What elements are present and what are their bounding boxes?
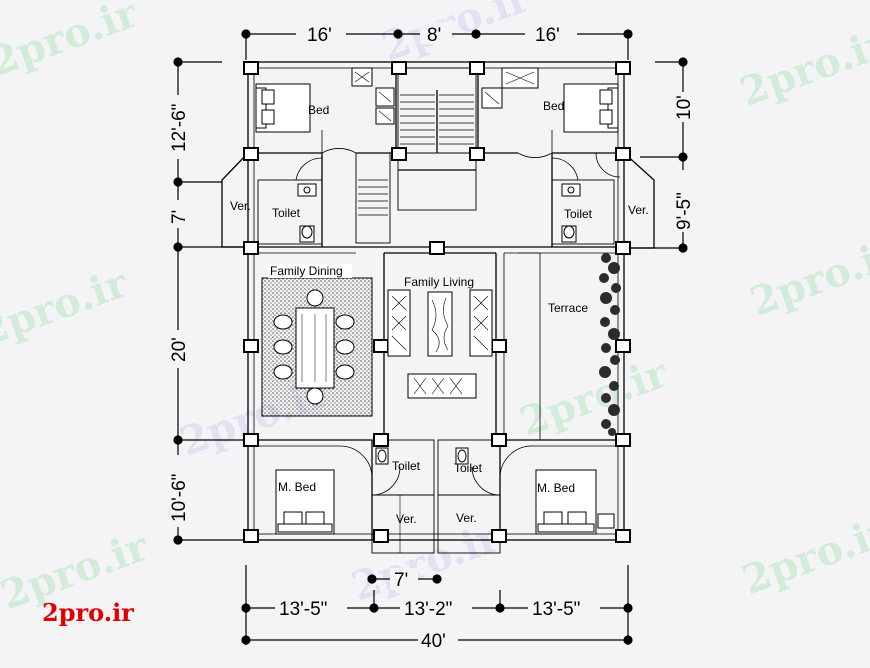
room-ver-bottom-left: Ver.: [396, 512, 417, 526]
dim-left-2: 7': [169, 210, 190, 224]
armchair-icon: [351, 67, 373, 87]
plants-icon: [599, 253, 621, 436]
toilet-icon: [375, 447, 389, 465]
dim-left-1: 12'-6": [169, 104, 190, 152]
room-ver-bottom-right: Ver.: [456, 511, 477, 525]
dim-bottom-3: 13'-5": [532, 599, 580, 620]
armchair-icon: [481, 87, 503, 109]
dim-bottom-inner: 7': [394, 570, 408, 591]
columns: [243, 61, 631, 543]
watermark-text: 2pro.ir: [736, 507, 870, 604]
dim-left-4: 10'-6": [169, 474, 190, 522]
room-labels: Bed Bed Ver. Toilet Toilet Ver. Family D…: [230, 99, 649, 526]
sofa-icon: [387, 289, 411, 357]
dimension-labels: 16' 8' 16' 12'-6" 7' 20' 10'-6" 10' 9'-5…: [166, 22, 696, 652]
dim-total: 40': [421, 631, 446, 652]
room-family-living: Family Living: [404, 275, 474, 289]
armchair-icon: [501, 67, 539, 89]
furniture: [255, 67, 619, 535]
room-toilet-bottom-right: Toilet: [454, 461, 483, 475]
room-mbed-right: M. Bed: [537, 481, 575, 495]
room-bed-left: Bed: [308, 103, 329, 117]
room-mbed-left: M. Bed: [278, 480, 316, 494]
room-bed-right: Bed: [543, 99, 564, 113]
sofa-icon: [407, 373, 477, 399]
watermark-text: 2pro.ir: [514, 349, 675, 446]
bed-icon: [535, 469, 615, 535]
watermark-text: 2pro.ir: [744, 229, 870, 326]
room-terrace: Terrace: [548, 301, 588, 315]
sink-icon: [561, 183, 581, 197]
room-toilet-top-left: Toilet: [272, 206, 301, 220]
bed-icon: [563, 83, 619, 133]
room-ver-top-right: Ver.: [628, 203, 649, 217]
dim-top-3: 16': [535, 25, 560, 46]
dining-table-icon: [273, 289, 355, 405]
dim-right-1: 10': [674, 95, 695, 120]
room-family-dining: Family Dining: [270, 264, 343, 278]
dim-bottom-2: 13'-2": [404, 599, 452, 620]
bed-icon: [275, 469, 335, 535]
bed-icon: [255, 83, 311, 133]
dim-left-3: 20': [169, 337, 190, 362]
room-toilet-bottom-left: Toilet: [392, 459, 421, 473]
toilet-icon: [299, 225, 315, 243]
room-ver-top-left: Ver.: [230, 199, 251, 213]
room-toilet-top-right: Toilet: [564, 207, 593, 221]
dim-top-2: 8': [427, 25, 441, 46]
dim-bottom-1: 13'-5": [279, 599, 327, 620]
watermark-text: 2pro.ir: [734, 19, 870, 116]
sink-icon: [297, 183, 317, 197]
armchair-icon: [375, 107, 395, 125]
toilet-icon: [455, 447, 469, 465]
armchair-icon: [375, 87, 395, 107]
coffee-table-icon: [427, 291, 453, 357]
dim-right-2: 9'-5": [674, 192, 695, 230]
dim-top-1: 16': [307, 25, 332, 46]
site-logo[interactable]: 2pro.ir: [42, 598, 134, 627]
toilet-icon: [561, 225, 577, 243]
sofa-icon: [469, 289, 493, 357]
watermark-text: 2pro.ir: [0, 259, 135, 356]
watermark-text: 2pro.ir: [0, 0, 145, 86]
